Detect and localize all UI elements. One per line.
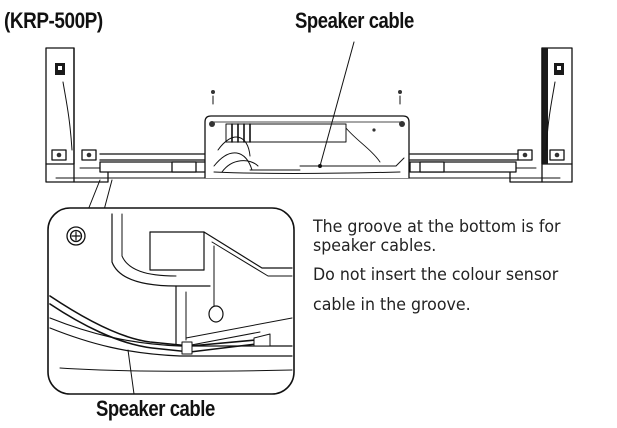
speaker-cable-leader-bottom — [127, 349, 135, 395]
bottom-rail — [55, 153, 561, 179]
note-line-2: speaker cables. — [313, 236, 437, 256]
note-line-1: The groove at the bottom is for — [313, 217, 561, 237]
note-line-3: Do not insert the colour sensor — [313, 265, 559, 285]
speaker-cable-label-bottom: Speaker cable — [96, 396, 215, 421]
screw-icon — [211, 90, 402, 105]
zoom-leader — [87, 179, 113, 211]
speaker-cable-label-top: Speaker cable — [295, 8, 414, 33]
speaker-cable-leader-top — [319, 41, 355, 167]
left-speaker-bracket — [45, 47, 109, 183]
detail-zoom-box — [47, 207, 295, 395]
right-speaker-bracket — [509, 47, 573, 183]
model-label: (KRP-500P) — [4, 8, 103, 33]
note-line-4: cable in the groove. — [313, 295, 471, 315]
center-terminal-box — [204, 115, 410, 179]
